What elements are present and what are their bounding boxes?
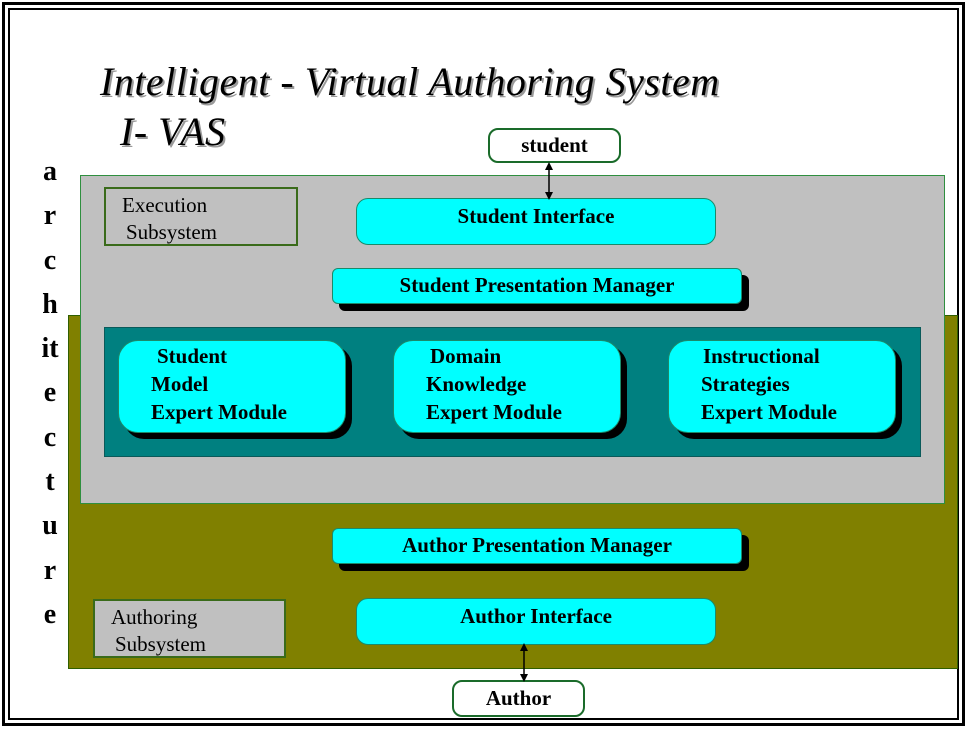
module-line: Instructional <box>703 344 820 368</box>
vertical-letter: a <box>43 156 57 187</box>
author-node: Author <box>452 680 585 717</box>
student-presentation-manager-node: Student Presentation Manager <box>332 268 742 304</box>
label-line: Execution <box>122 193 208 217</box>
vertical-letter: it <box>41 333 59 365</box>
inner-frame <box>8 8 959 720</box>
module-line: Expert Module <box>151 400 287 424</box>
author-presentation-manager-node: Author Presentation Manager <box>332 528 742 564</box>
vertical-letter: t <box>45 466 55 498</box>
student-model-expert-module: Student Model Expert Module <box>118 340 346 433</box>
instructional-strategies-expert-module: Instructional Strategies Expert Module <box>668 340 896 433</box>
module-line: Expert Module <box>426 400 562 424</box>
student-interface-node: Student Interface <box>356 198 716 245</box>
vertical-letter: c <box>43 421 57 453</box>
vertical-letter: h <box>42 288 58 320</box>
module-line: Domain <box>430 344 502 368</box>
vertical-letter: u <box>42 510 58 542</box>
vertical-letter: r <box>43 554 57 586</box>
execution-subsystem-label: Execution Subsystem <box>104 187 298 246</box>
diagram-subtitle: I- VAS <box>120 109 226 154</box>
diagram-title: Intelligent - Virtual Authoring System <box>100 59 720 104</box>
label-line: Authoring <box>111 605 198 629</box>
vertical-letter: r <box>43 200 57 232</box>
authoring-subsystem-label: Authoring Subsystem <box>93 599 286 658</box>
module-line: Model <box>151 372 209 396</box>
module-line: Expert Module <box>701 400 837 424</box>
student-node: student <box>488 128 621 163</box>
module-line: Strategies <box>701 372 790 396</box>
vertical-letter: e <box>43 598 57 630</box>
label-line: Subsystem <box>115 632 207 656</box>
vertical-letter: e <box>43 377 57 409</box>
author-interface-node: Author Interface <box>356 598 716 645</box>
label-line: Subsystem <box>126 220 218 244</box>
domain-knowledge-expert-module: Domain Knowledge Expert Module <box>393 340 621 433</box>
architecture-vertical-label: a r c h it e c t u r e <box>30 150 70 637</box>
module-line: Knowledge <box>426 372 527 396</box>
vertical-letter: c <box>43 244 57 276</box>
module-line: Student <box>157 344 228 368</box>
